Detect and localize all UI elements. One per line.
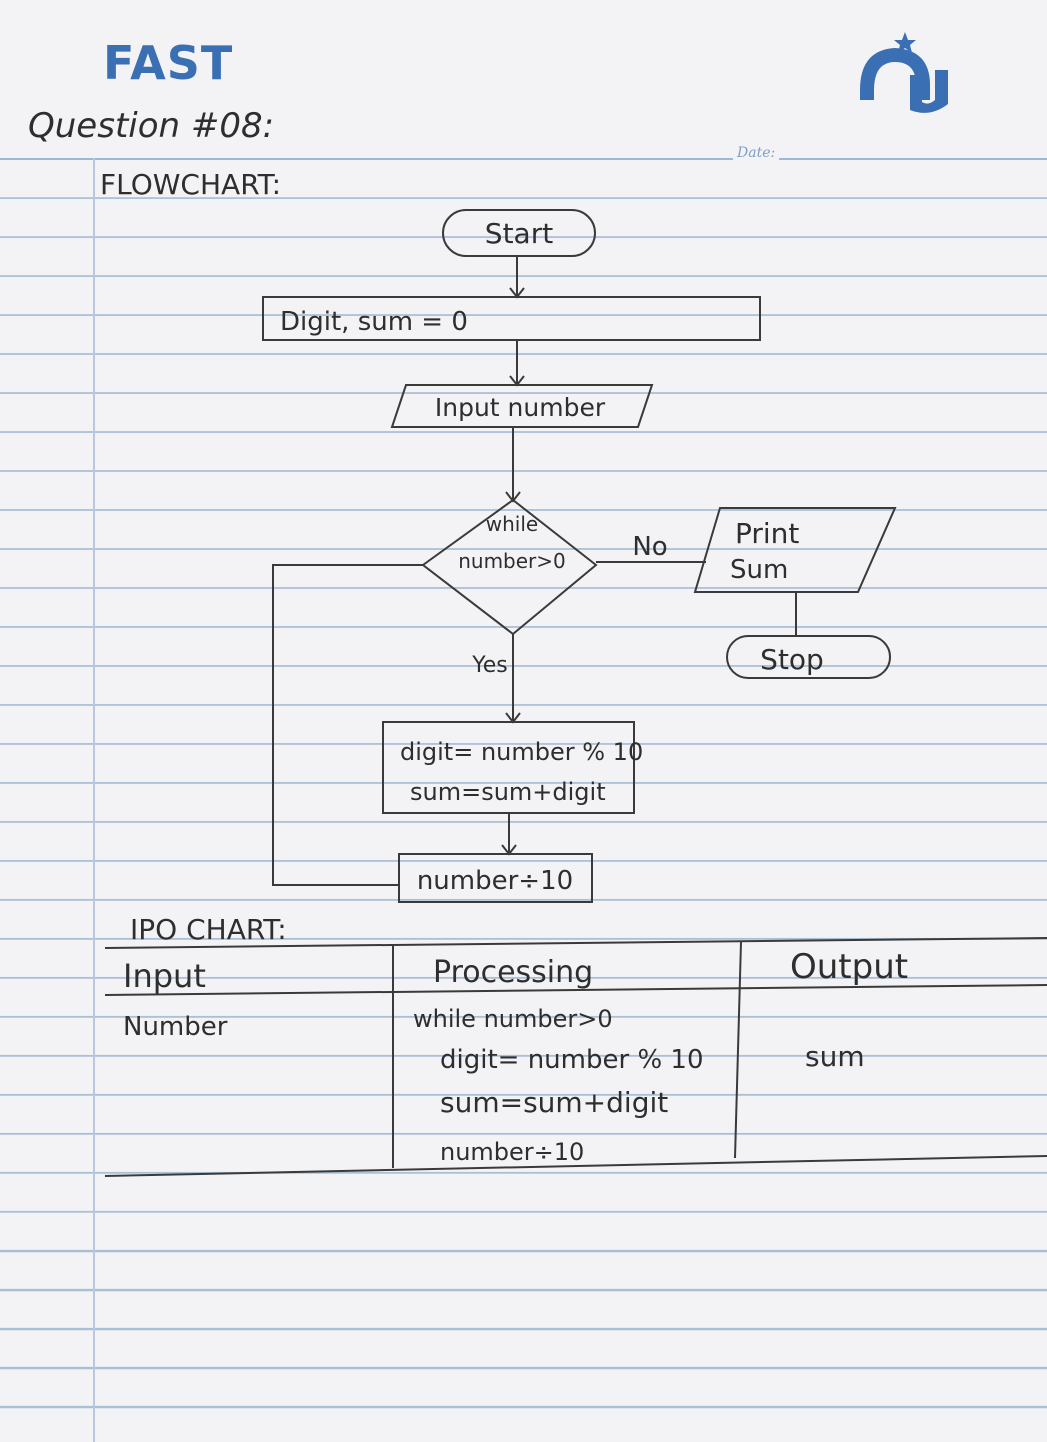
ipo-processing-line-1: while number>0: [413, 1005, 613, 1033]
date-label: Date:: [733, 145, 780, 161]
stop-label: Stop: [760, 643, 824, 676]
university-logo: [860, 32, 948, 113]
question-title: Question #08:: [28, 106, 275, 146]
process-label-2: sum=sum+digit: [410, 778, 606, 806]
condition-label-1: while: [486, 512, 538, 536]
output-label-2: Sum: [730, 555, 788, 585]
fast-logo: FAST: [103, 36, 234, 90]
ipo-output-value: sum: [805, 1040, 865, 1073]
start-terminator: [442, 209, 596, 257]
ipo-top-rule: [104, 937, 1047, 949]
ipo-col-output: Output: [790, 947, 908, 987]
process-label-1: digit= number % 10: [400, 738, 643, 766]
ipo-processing-line-2: digit= number % 10: [440, 1045, 704, 1075]
condition-label-2: number>0: [458, 549, 566, 573]
ipo-processing-line-4: number÷10: [440, 1138, 584, 1166]
output-parallelogram: [693, 507, 897, 593]
ipo-input-value: Number: [123, 1012, 228, 1042]
loop-back-connector: [272, 564, 423, 886]
no-label: No: [632, 532, 667, 562]
margin-line: [93, 158, 95, 1442]
yes-label: Yes: [471, 653, 508, 678]
input-label: Input number: [435, 393, 606, 422]
init-box: [262, 296, 761, 341]
update-box: [398, 853, 593, 903]
ipo-header-rule: [104, 984, 1047, 996]
init-label: Digit, sum = 0: [280, 307, 468, 337]
output-label-1: Print: [735, 517, 799, 550]
date-rule: [0, 158, 1047, 160]
ipo-heading: IPO CHART:: [130, 913, 287, 946]
start-label: Start: [485, 217, 553, 250]
update-label: number÷10: [417, 866, 573, 896]
input-parallelogram: [390, 384, 654, 428]
flowchart-heading: FLOWCHART:: [100, 168, 282, 201]
ipo-bottom-rule: [104, 1155, 1047, 1177]
ipo-col-processing: Processing: [433, 955, 593, 990]
ipo-processing-line-3: sum=sum+digit: [440, 1086, 668, 1119]
ipo-col-divider-2: [734, 941, 742, 1159]
ipo-col-input: Input: [123, 957, 206, 995]
stop-terminator: [726, 635, 891, 679]
